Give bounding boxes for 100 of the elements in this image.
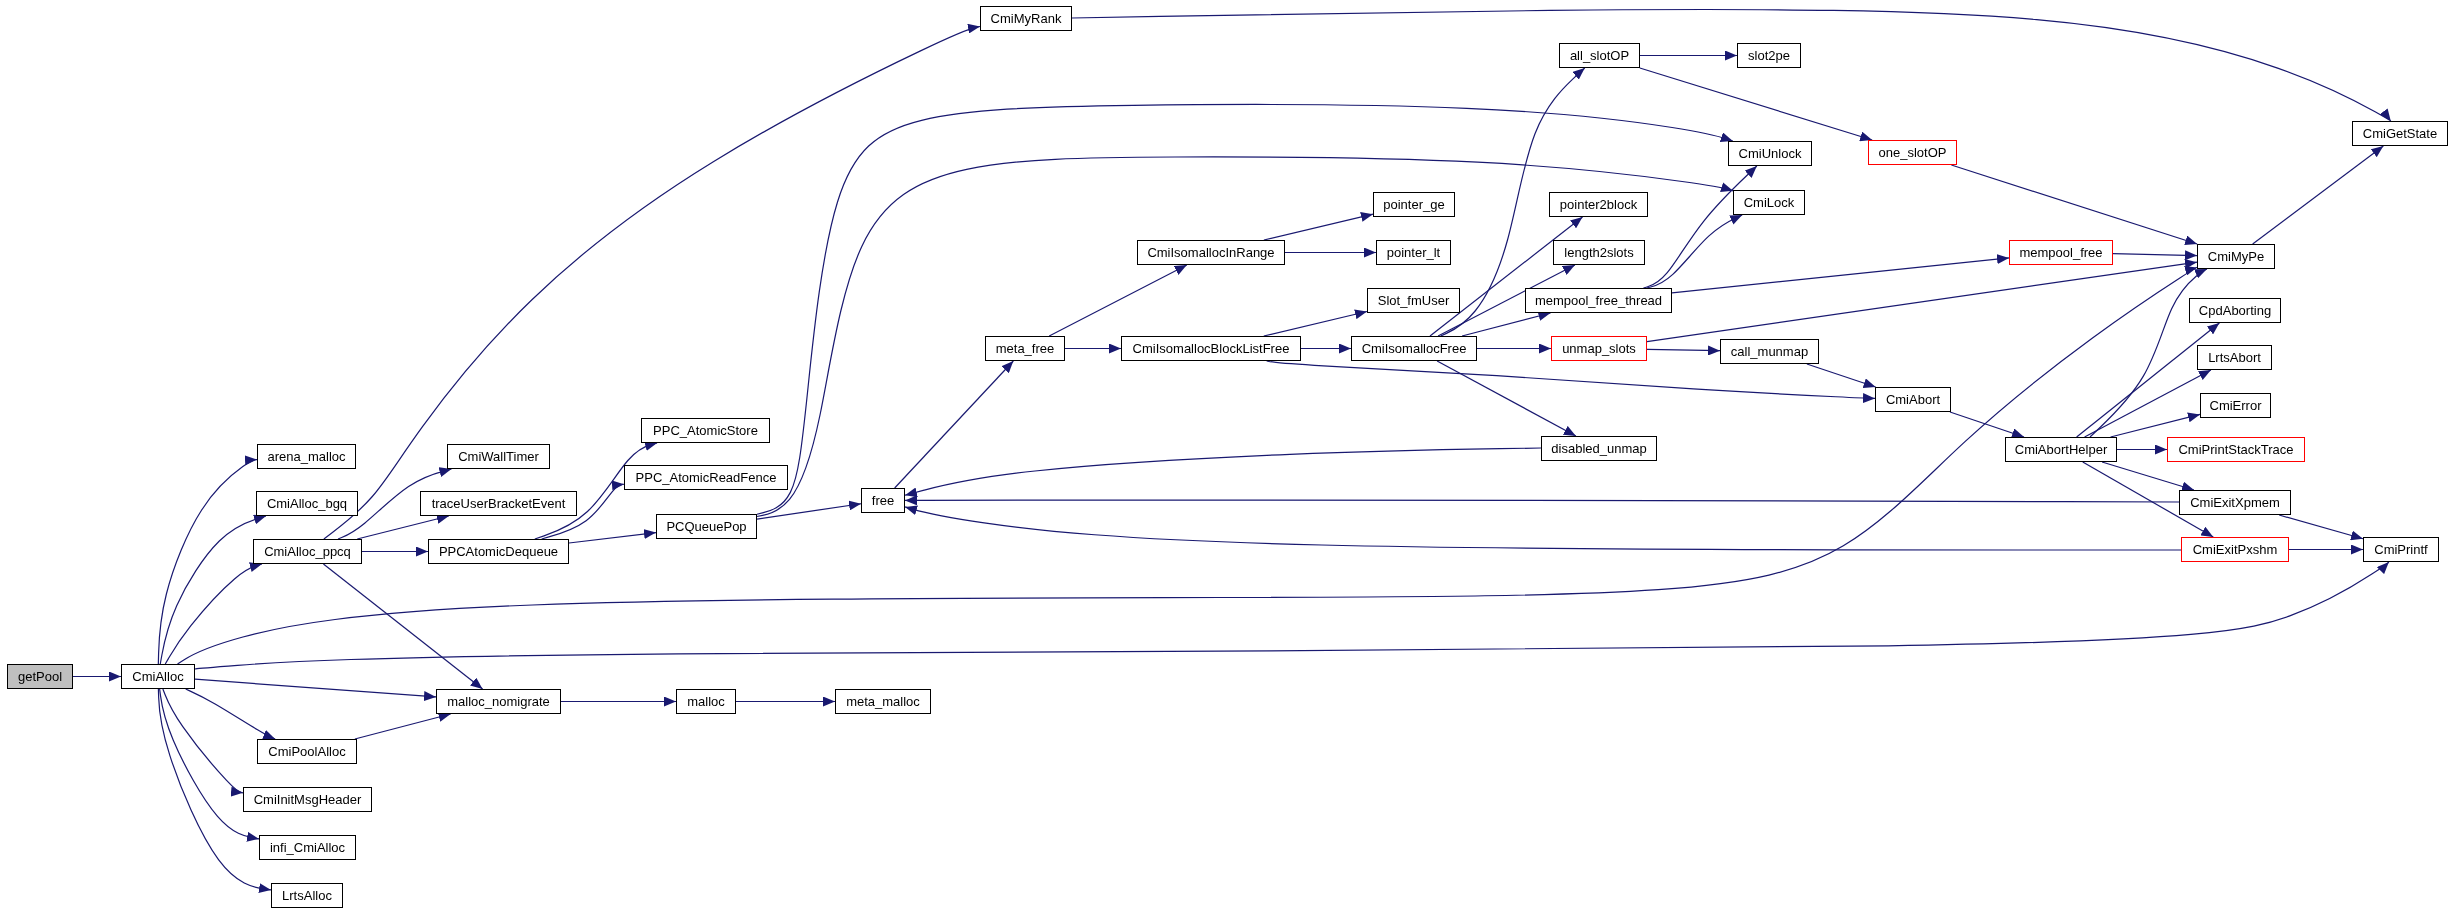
arrow	[735, 696, 836, 707]
arrow	[2101, 461, 2195, 492]
function-box: slot2pe	[1737, 43, 1801, 68]
function-box: infi_CmiAlloc	[259, 835, 356, 860]
arrow	[894, 360, 1014, 489]
arrow	[904, 505, 2182, 551]
function-box: CmiPrintStackTrace	[2167, 437, 2305, 462]
arrow	[1263, 212, 1374, 241]
arrow	[1950, 164, 2198, 246]
function-box: CmiError	[2200, 393, 2271, 418]
function-box: CmiExitPxshm	[2181, 537, 2289, 562]
arrow	[560, 696, 677, 707]
arrow	[159, 514, 267, 665]
function-box: PPC_AtomicReadFence	[624, 465, 788, 490]
function-box: CmiMyRank	[980, 6, 1072, 31]
function-box: getPool	[7, 664, 73, 689]
arrow	[1646, 258, 2198, 343]
arrow	[1639, 67, 1873, 142]
arrow	[1048, 264, 1188, 337]
arrow	[1437, 264, 1576, 337]
function-box: length2slots	[1553, 240, 1645, 265]
function-box: PCQueuePop	[656, 514, 757, 539]
function-box: PPCAtomicDequeue	[428, 539, 569, 564]
arrow	[756, 500, 862, 520]
function-box: free	[861, 488, 905, 513]
arrow	[1436, 360, 1577, 437]
arrow	[159, 688, 260, 842]
arrow	[541, 480, 625, 540]
function-box: CmiGetState	[2352, 121, 2448, 146]
arrow	[176, 265, 2198, 665]
arrow	[322, 563, 484, 690]
arrow	[1646, 214, 1743, 289]
arrow	[568, 529, 657, 544]
function-box: CmiPrintf	[2363, 537, 2439, 562]
function-box: LrtsAbort	[2197, 345, 2272, 370]
arrow	[361, 546, 429, 557]
arrow	[157, 455, 258, 665]
function-box: CmiExitXpmem	[2179, 490, 2291, 515]
arrow	[337, 467, 453, 540]
arrow	[1300, 343, 1352, 354]
function-box: LrtsAlloc	[271, 883, 343, 908]
arrow	[2082, 461, 2214, 538]
arrow	[1071, 8, 2392, 122]
arrow	[904, 495, 2180, 506]
function-box: mempool_free_thread	[1525, 288, 1672, 313]
arrow	[2083, 369, 2212, 438]
function-box: CmiAlloc	[121, 664, 195, 689]
function-box: Slot_fmUser	[1367, 288, 1460, 313]
arrow	[1639, 50, 1738, 61]
function-box: CmiPoolAlloc	[257, 739, 357, 764]
arrow	[1064, 343, 1122, 354]
arrow	[2076, 322, 2220, 438]
arrow	[1461, 311, 1552, 337]
arrow	[1263, 309, 1368, 337]
function-box: CmiWallTimer	[447, 444, 550, 469]
arrow	[1671, 254, 2010, 294]
function-box: disabled_unmap	[1541, 436, 1657, 461]
function-box: meta_malloc	[835, 689, 931, 714]
function-box: all_slotOP	[1559, 43, 1640, 68]
arrow	[72, 671, 122, 682]
function-box: arena_malloc	[257, 444, 356, 469]
arrow	[2278, 514, 2364, 541]
arrow	[2288, 544, 2364, 555]
arrow	[162, 688, 244, 797]
function-box: pointer_ge	[1373, 192, 1455, 217]
function-box: CmiAlloc_ppcq	[253, 539, 362, 564]
arrow	[323, 23, 981, 540]
function-box: PPC_AtomicStore	[641, 418, 770, 443]
function-box: CmiLock	[1733, 190, 1805, 215]
arrow	[534, 441, 658, 540]
arrow	[1646, 345, 1721, 356]
arrow	[354, 712, 452, 740]
function-box: one_slotOP	[1868, 140, 1957, 165]
function-box: mempool_free	[2009, 240, 2113, 265]
arrow	[2109, 412, 2201, 438]
arrow	[194, 678, 437, 701]
function-box: CmiAbort	[1875, 387, 1951, 412]
arrow	[1440, 67, 1586, 337]
arrow	[2252, 145, 2384, 245]
arrow	[164, 562, 263, 665]
function-box: CmiUnlock	[1728, 141, 1812, 166]
arrow	[2112, 250, 2198, 261]
function-box: pointer_lt	[1376, 240, 1451, 265]
arrow	[157, 688, 272, 893]
arrow	[1266, 360, 1876, 404]
arrow	[1476, 343, 1552, 354]
function-box: CmiAbortHelper	[2005, 437, 2117, 462]
function-box: CmiIsomallocInRange	[1137, 240, 1285, 265]
arrow	[2116, 444, 2168, 455]
arrow	[1429, 216, 1584, 337]
function-box: malloc_nomigrate	[436, 689, 561, 714]
arrow	[1949, 411, 2025, 438]
arrow	[356, 514, 450, 540]
function-box: malloc	[676, 689, 736, 714]
arrow	[1806, 363, 1877, 388]
arrow	[185, 688, 276, 740]
arrow	[904, 447, 1542, 498]
function-box: CmiInitMsgHeader	[243, 787, 372, 812]
function-box: unmap_slots	[1551, 336, 1647, 361]
function-box: CmiAlloc_bgq	[256, 491, 358, 516]
